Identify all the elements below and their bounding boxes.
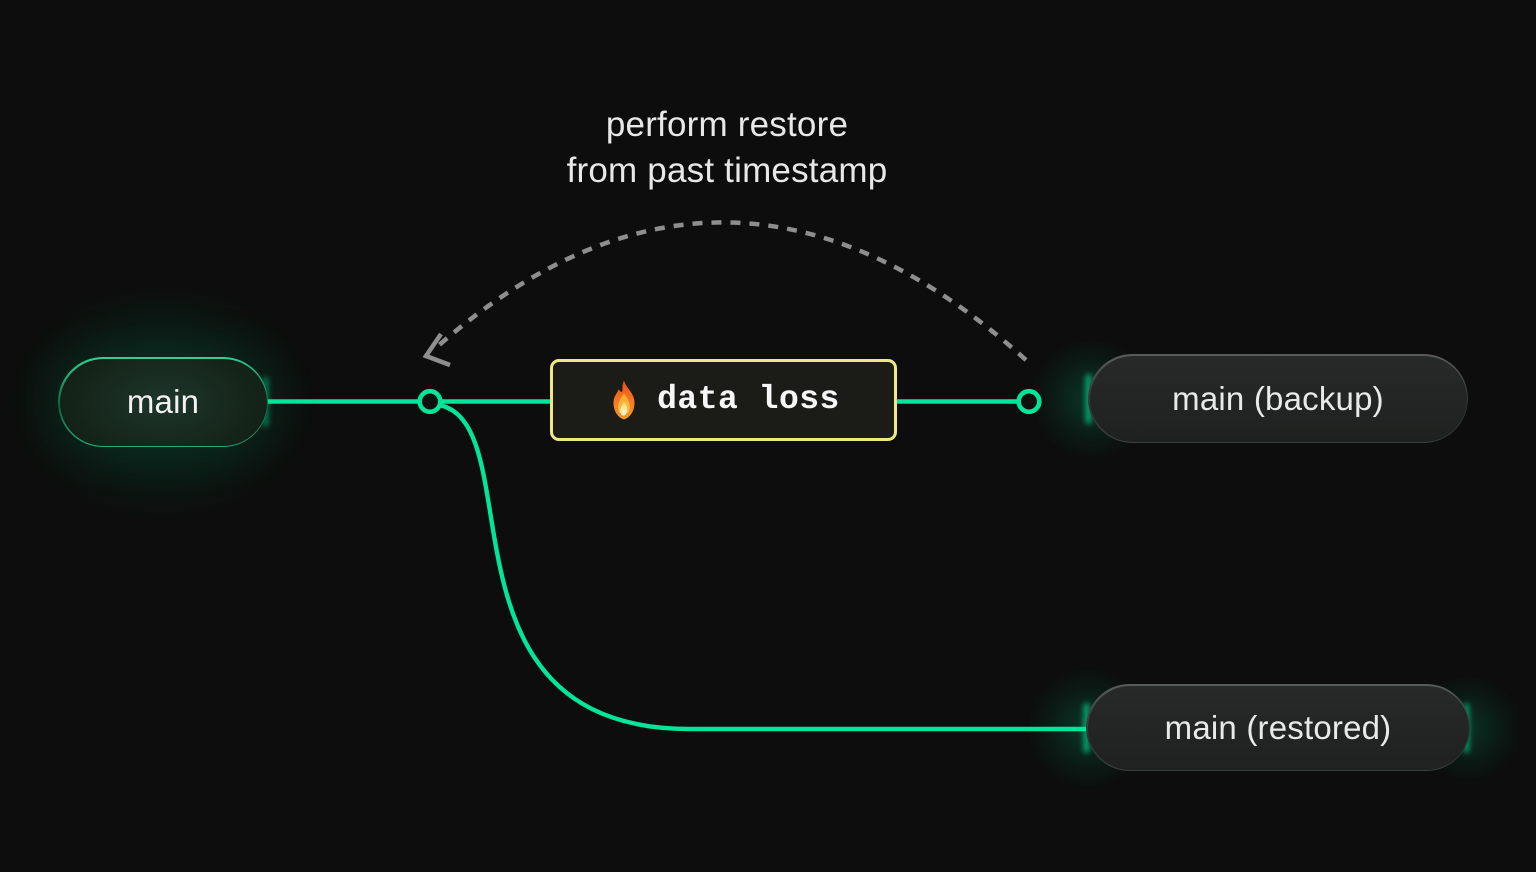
node-main-label: main xyxy=(59,358,267,446)
node-main-restored-label: main (restored) xyxy=(1087,685,1469,770)
restore-arc xyxy=(436,220,1028,362)
node-main: main xyxy=(58,357,268,447)
restore-annotation-line2: from past timestamp xyxy=(566,151,888,190)
restore-annotation: perform restore from past timestamp xyxy=(477,102,977,194)
restore-arrowhead-icon xyxy=(422,332,451,368)
data-loss-box: data loss xyxy=(550,359,897,441)
restored-branch-line xyxy=(429,401,1089,732)
node-main-backup: main (backup) xyxy=(1088,354,1468,443)
restore-annotation-line1: perform restore xyxy=(605,105,849,144)
fire-icon xyxy=(607,379,641,421)
branch-point-left-icon xyxy=(417,388,443,415)
branch-point-right-icon xyxy=(1016,388,1042,415)
data-loss-label: data loss xyxy=(657,380,840,418)
node-main-restored: main (restored) xyxy=(1086,684,1470,771)
node-main-backup-label: main (backup) xyxy=(1089,355,1467,442)
